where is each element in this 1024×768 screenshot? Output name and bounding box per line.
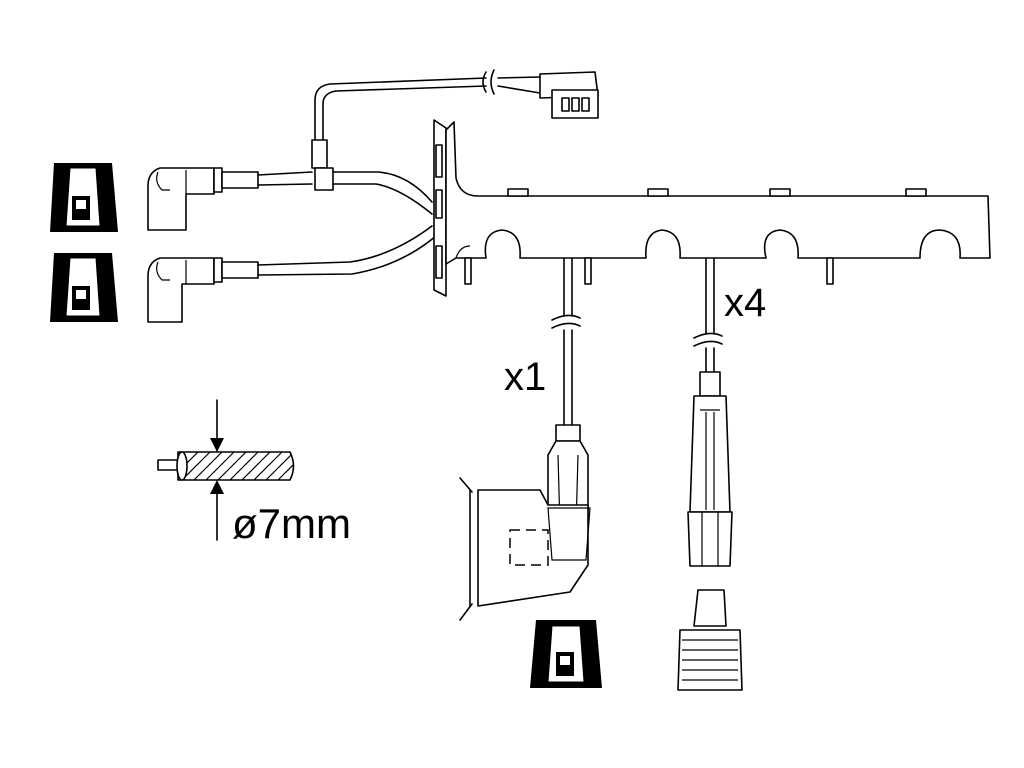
angled-connector-lower — [147, 225, 437, 323]
coil-quantity-label: x1 — [504, 355, 546, 399]
coil-connector — [459, 424, 591, 621]
sensor-connector-cable — [311, 69, 599, 191]
cable-diameter-label: ø7mm — [232, 500, 351, 547]
rubber-boot-icon — [530, 620, 602, 688]
cable-cross-section-icon — [157, 399, 295, 541]
cable-rail — [433, 119, 991, 297]
angled-connector-upper — [147, 167, 433, 231]
plug-lead — [693, 257, 723, 373]
coil-lead — [551, 257, 581, 426]
plug-quantity-label: x4 — [724, 281, 766, 325]
spark-plug-boot — [677, 589, 743, 691]
rubber-boot-icon — [50, 253, 118, 322]
spark-plug-connector — [687, 371, 733, 567]
rubber-boot-icon — [50, 163, 118, 232]
